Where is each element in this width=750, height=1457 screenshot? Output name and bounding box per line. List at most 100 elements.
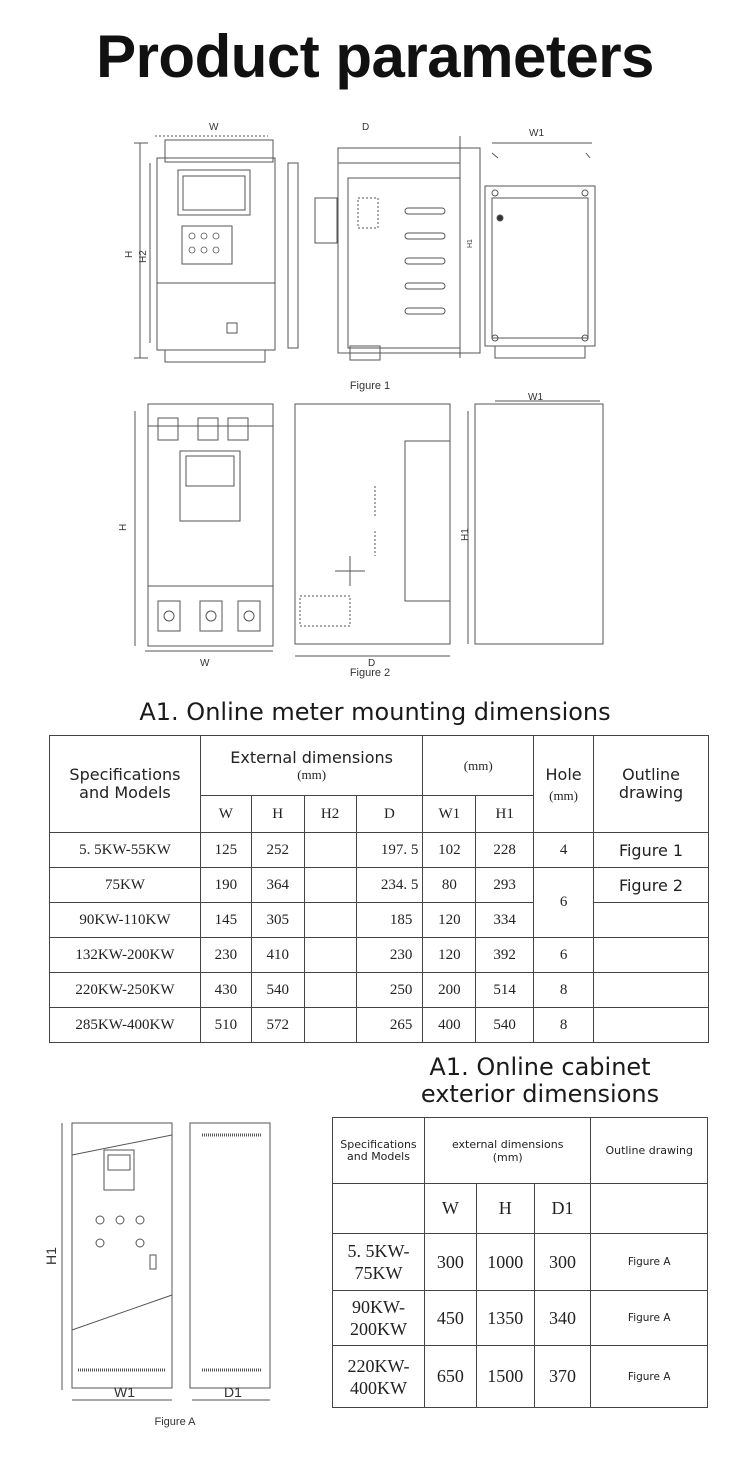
w-cell: 430 (199, 972, 252, 1008)
fig1-label-h: H (124, 251, 135, 258)
h2-cell (303, 972, 357, 1008)
mm-header: (mm) (422, 735, 535, 796)
hole-unit: (mm) (549, 787, 578, 803)
h1-cell: 540 (475, 1007, 535, 1043)
w1-cell: 200 (422, 972, 477, 1008)
table-row: 132KW-200KW 230 410 230 120 392 6 (49, 937, 709, 973)
fig2-label-w1: W1 (528, 392, 543, 403)
d1-cell: 340 (533, 1290, 592, 1346)
model-cell: 5. 5KW-55KW (49, 832, 201, 868)
outline-cell: Figure 2 (593, 867, 709, 903)
fig2-label-h: H (118, 524, 129, 531)
w1-cell: 120 (422, 937, 477, 973)
table-row: 5. 5KW-55KW 125 252 197. 5 102 228 4 Fig… (49, 832, 709, 868)
col-w: W (199, 795, 252, 833)
col-h2: H2 (303, 795, 357, 833)
page-title: Product parameters (96, 23, 654, 90)
model-line2: 200KW (349, 1319, 407, 1339)
model-cell: 220KW-250KW (49, 972, 201, 1008)
col-d1: D1 (533, 1183, 592, 1234)
fig2-label-w: W (200, 658, 210, 669)
h1-cell: 514 (475, 972, 535, 1008)
ext-dim-title: external dimensions (451, 1137, 564, 1151)
w1-cell: 400 (422, 1007, 477, 1043)
hole-cell: 6 (533, 937, 595, 973)
model-cell: 132KW-200KW (49, 937, 201, 973)
section2-title: A1. Online cabinet exterior dimensions (400, 1054, 680, 1108)
ext-dim-unit: (mm) (492, 1150, 523, 1164)
h1-cell: 334 (475, 902, 535, 938)
spec-header: Specifications and Models (49, 735, 201, 833)
model-line2: 75KW (354, 1263, 403, 1283)
h-cell: 572 (250, 1007, 305, 1043)
figA-label-h1: H1 (43, 1247, 59, 1265)
table-row: 5. 5KW- 75KW 300 1000 300 Figure A (332, 1233, 708, 1291)
figure2-drawing: H W D W1 H1 (118, 392, 604, 669)
fig2-label-d: D (368, 658, 375, 669)
h-cell: 1500 (475, 1345, 535, 1408)
figure2-caption: Figure 2 (349, 667, 391, 679)
outline-header: Outline drawing (593, 735, 709, 833)
fig1-label-w1: W1 (529, 128, 544, 139)
model-line1: 5. 5KW- (347, 1241, 410, 1261)
outline-cell (593, 937, 709, 973)
table-row: 220KW-250KW 430 540 250 200 514 8 (49, 972, 709, 1008)
model-cell: 285KW-400KW (49, 1007, 201, 1043)
ext-dim-unit: (mm) (297, 767, 327, 782)
ext-dim-title: External dimensions (230, 748, 393, 767)
model-line1: 90KW- (351, 1297, 405, 1317)
hole-cell: 6 (533, 867, 595, 938)
col-w: W (423, 1183, 477, 1234)
h1-cell: 392 (475, 937, 535, 973)
outline-cell: Figure A (590, 1233, 708, 1291)
d-cell: 250 (355, 972, 424, 1008)
h-cell: 252 (250, 832, 305, 868)
hole-cell: 8 (533, 1007, 595, 1043)
h-cell: 1350 (475, 1290, 535, 1346)
cabinet-dimensions-table: Specifications and Models external dimen… (332, 1117, 708, 1408)
w-cell: 450 (423, 1290, 477, 1346)
figureA-drawing: H1 W1 D1 (43, 1122, 271, 1401)
outline-header: Outline drawing (590, 1117, 708, 1184)
d-cell: 230 (355, 937, 424, 973)
h2-cell (303, 1007, 357, 1043)
h2-cell (303, 832, 357, 868)
outline-cell: Figure 1 (593, 832, 709, 868)
w1-cell: 120 (422, 902, 477, 938)
figA-label-d1: D1 (224, 1384, 242, 1400)
col-w1: W1 (422, 795, 477, 833)
ext-dim-header: External dimensions (mm) (199, 735, 424, 796)
d-cell: 234. 5 (355, 867, 424, 903)
h-cell: 1000 (475, 1233, 535, 1291)
outline-cell (593, 902, 709, 938)
figureA-caption: Figure A (154, 1416, 196, 1428)
table-row: 90KW-110KW 145 305 185 120 334 (49, 902, 709, 938)
d1-cell: 370 (533, 1345, 592, 1408)
model-cell: 220KW- 400KW (332, 1345, 425, 1408)
h1-cell: 293 (475, 867, 535, 903)
fig1-label-h2: H2 (138, 250, 149, 263)
outline-cell: Figure A (590, 1345, 708, 1408)
h-cell: 305 (250, 902, 305, 938)
section1-title: A1. Online meter mounting dimensions (139, 698, 611, 726)
model-line1: 220KW- (347, 1355, 410, 1376)
w1-cell: 102 (422, 832, 477, 868)
h2-cell (303, 937, 357, 973)
w-cell: 230 (199, 937, 252, 973)
model-cell: 90KW- 200KW (332, 1290, 425, 1346)
model-line2: 400KW (349, 1377, 407, 1398)
fig1-label-h1: H1 (467, 239, 474, 248)
w-cell: 510 (199, 1007, 252, 1043)
outline-cell: Figure A (590, 1290, 708, 1346)
mounting-dimensions-table: Specifications and Models External dimen… (49, 735, 709, 1043)
outline-cell (593, 972, 709, 1008)
d-cell: 265 (355, 1007, 424, 1043)
spec-header: Specifications and Models (332, 1117, 425, 1184)
section2-title-line1: A1. Online cabinet (429, 1053, 651, 1081)
outline-cell (593, 1007, 709, 1043)
model-cell: 5. 5KW- 75KW (332, 1233, 425, 1291)
hole-cell: 8 (533, 972, 595, 1008)
d-cell: 185 (355, 902, 424, 938)
h-cell: 410 (250, 937, 305, 973)
table-row: 220KW- 400KW 650 1500 370 Figure A (332, 1345, 708, 1408)
